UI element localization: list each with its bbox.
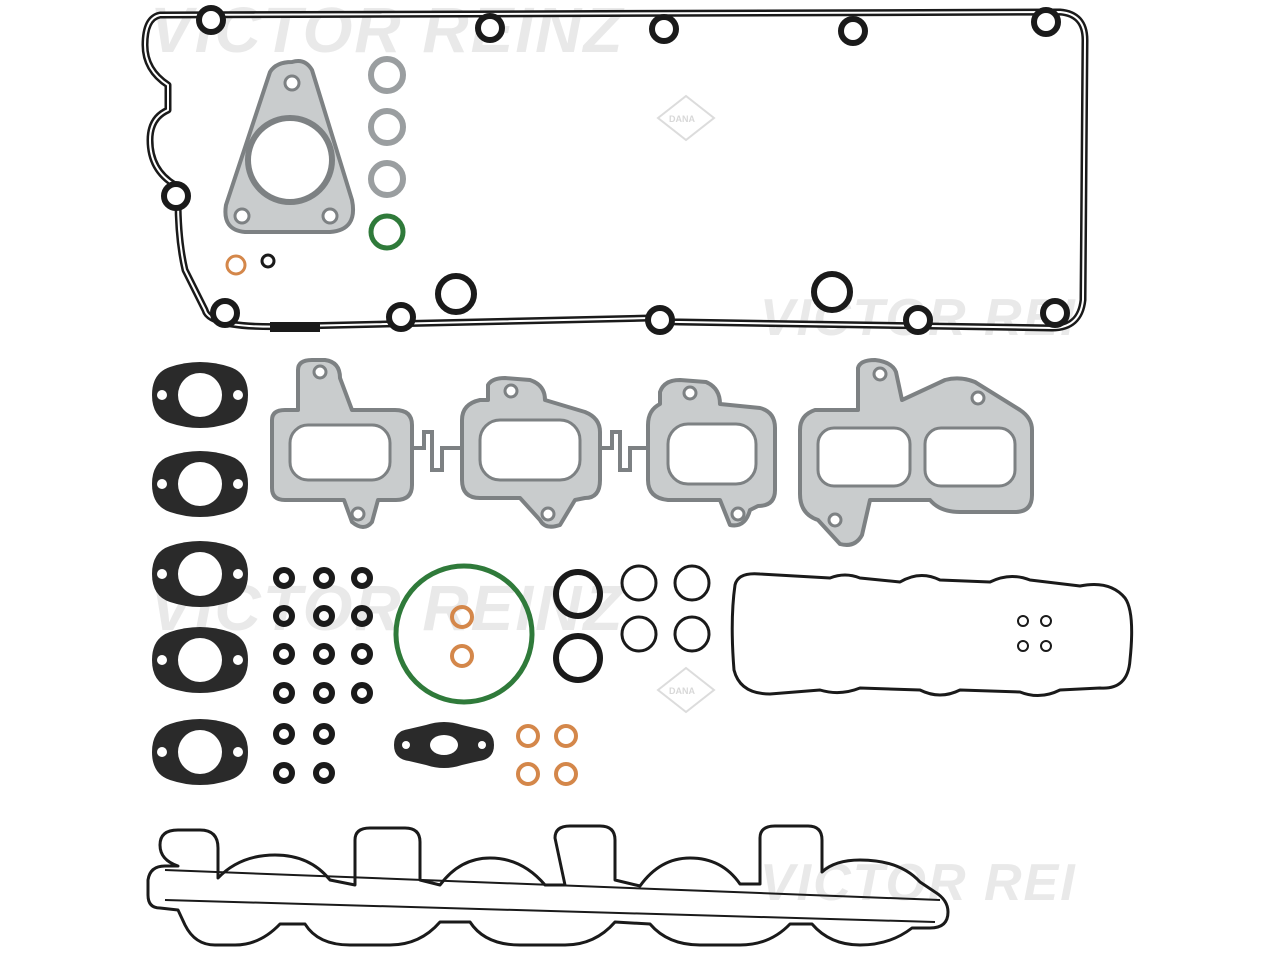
turbo-small-rings — [225, 253, 276, 276]
exhaust-manifold-ports — [288, 364, 1017, 528]
dana-badge-top-text: DANA — [669, 114, 695, 124]
watermark-brand-right-bottom: VICTOR REI — [760, 854, 1077, 912]
turbo-gasket — [223, 59, 355, 234]
flange-gasket — [152, 627, 248, 693]
thin-o-rings — [620, 564, 711, 653]
dana-badge-mid: DANA — [656, 666, 716, 714]
small-flange-gasket — [394, 722, 494, 768]
dana-badge-mid-text: DANA — [669, 686, 695, 696]
manifold-links — [412, 430, 648, 472]
thick-black-rings — [553, 569, 603, 683]
flange-gaskets — [152, 362, 248, 785]
flange-gasket — [152, 719, 248, 785]
o-rings-column — [368, 56, 406, 251]
flange-gasket — [152, 541, 248, 607]
flange-gasket — [152, 362, 248, 428]
small-o-rings-grid — [273, 567, 373, 784]
valve-cover-gasket — [141, 5, 1089, 335]
dana-badge-top: DANA — [656, 94, 716, 142]
large-green-ring — [393, 563, 535, 705]
intake-manifold-gasket — [146, 824, 950, 947]
copper-washers — [516, 724, 578, 786]
small-cover-gasket — [730, 572, 1134, 697]
flange-gasket — [152, 451, 248, 517]
